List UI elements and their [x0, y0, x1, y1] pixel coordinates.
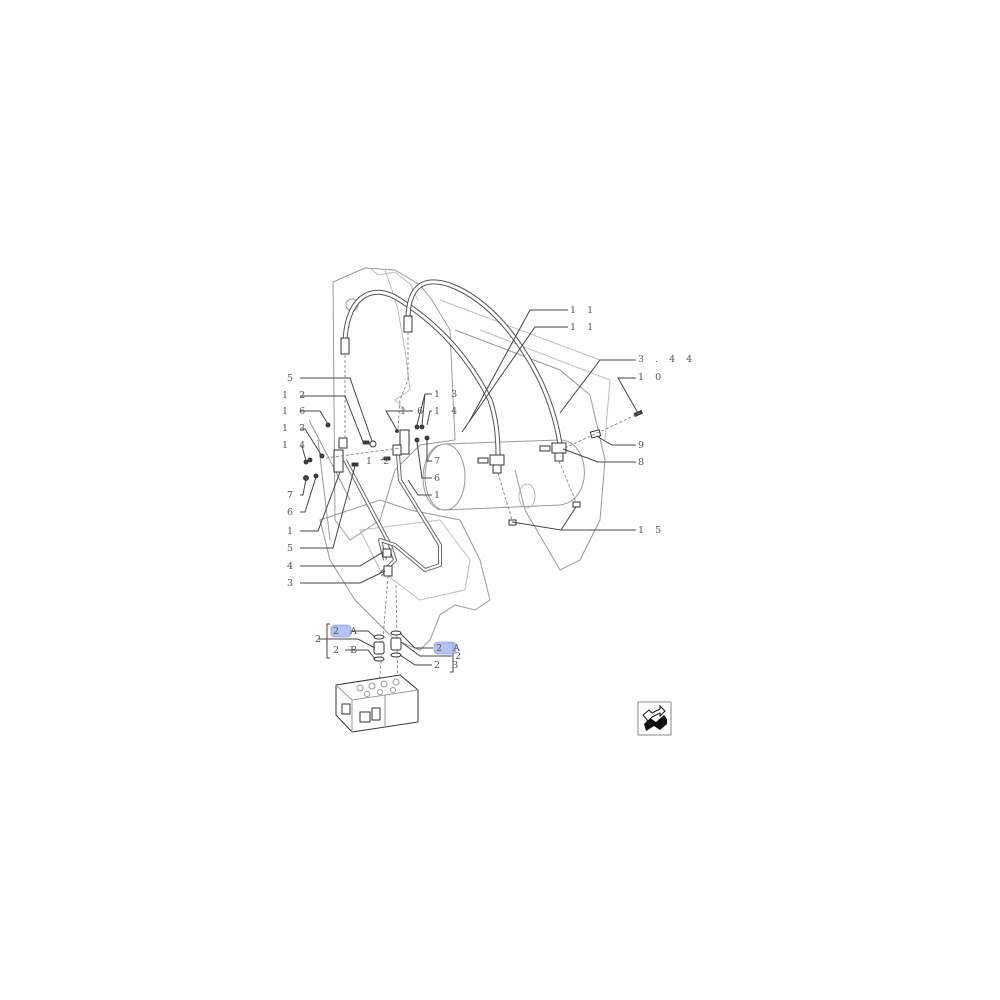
callout-8[interactable]: 8: [638, 457, 648, 468]
tee-fitting-right: [539, 442, 567, 462]
adapter-2-right: [390, 637, 402, 651]
control-valve-block: [335, 674, 419, 733]
callout-1[interactable]: 1: [287, 526, 297, 537]
callout-16[interactable]: 1 6: [282, 406, 309, 417]
bracket-right: [399, 429, 410, 455]
tank-outline: [422, 439, 585, 511]
part-3: [383, 565, 393, 577]
callout-6[interactable]: 6: [287, 507, 297, 518]
callout-12[interactable]: 1 2: [282, 390, 309, 401]
part-5: [351, 462, 359, 467]
tee-fitting-left: [477, 454, 505, 474]
part-14: [419, 424, 425, 430]
callout-15[interactable]: 1 5: [638, 525, 665, 536]
part-7: [424, 435, 430, 441]
part-4: [382, 548, 392, 558]
callout-5[interactable]: 5: [287, 543, 297, 554]
part-13: [414, 424, 420, 430]
part-9: [589, 429, 602, 439]
hose-fitting: [403, 315, 413, 333]
callout-9[interactable]: 9: [638, 440, 648, 451]
callout-2b[interactable]: 2 B: [333, 645, 361, 656]
adapter-2-left: [373, 641, 385, 655]
part-6: [414, 437, 420, 443]
callout-2a[interactable]: 2 A: [436, 643, 464, 654]
callout-2a[interactable]: 2 A: [333, 626, 361, 637]
rigid-pipe-right: [378, 454, 442, 572]
part-14: [307, 457, 313, 463]
fitting: [392, 444, 402, 456]
rigid-pipe-left: [343, 459, 397, 577]
callout-1[interactable]: 1: [434, 490, 444, 501]
callout-2[interactable]: 2: [455, 651, 465, 662]
bracket-left: [333, 449, 344, 473]
highlight-2a-left: [330, 624, 352, 638]
part-16: [325, 422, 331, 428]
callout-14[interactable]: 1 4: [282, 440, 309, 451]
clip-15: [572, 501, 581, 508]
callout-10[interactable]: 1 0: [638, 372, 665, 383]
part-5: [369, 440, 377, 448]
previous-page-button[interactable]: [637, 701, 672, 736]
callout-13[interactable]: 1 3: [434, 389, 461, 400]
previous-page-arrow-icon: [642, 704, 667, 731]
hose-fitting: [340, 337, 350, 355]
callout-6[interactable]: 6: [434, 473, 444, 484]
fitting: [338, 437, 348, 449]
callout-2[interactable]: 2: [315, 634, 325, 645]
callout-11[interactable]: 1 1: [570, 322, 597, 333]
callout-2b[interactable]: 2 B: [434, 660, 462, 671]
handle-rod: [308, 419, 351, 501]
hose-11-right: [405, 279, 563, 448]
callout-7[interactable]: 7: [287, 490, 297, 501]
callout-16[interactable]: 1 6: [400, 406, 427, 417]
part-12: [362, 440, 370, 445]
callout-7[interactable]: 7: [434, 456, 444, 467]
callout-5[interactable]: 5: [287, 373, 297, 384]
highlight-2a-right: [433, 641, 457, 655]
callout-labels: 1 1 1 1 3 . 4 4 1 0 9 8 1 5 5 1 2 1 6 1 …: [282, 305, 696, 671]
callout-14[interactable]: 1 4: [434, 406, 461, 417]
callout-13[interactable]: 1 3: [282, 423, 309, 434]
callout-3[interactable]: 3: [287, 578, 297, 589]
hose-11-left: [342, 289, 501, 458]
callout-11[interactable]: 1 1: [570, 305, 597, 316]
seal-2b-left: [373, 656, 385, 662]
callout-3-44[interactable]: 3 . 4 4: [638, 354, 696, 365]
seal-2b-right: [390, 652, 402, 658]
seal-2a-right: [390, 630, 402, 636]
mounting-plate-outline: [317, 439, 491, 651]
callout-12[interactable]: 1 2: [366, 456, 393, 467]
callout-4[interactable]: 4: [287, 561, 297, 572]
seal-2a-left: [373, 634, 385, 640]
